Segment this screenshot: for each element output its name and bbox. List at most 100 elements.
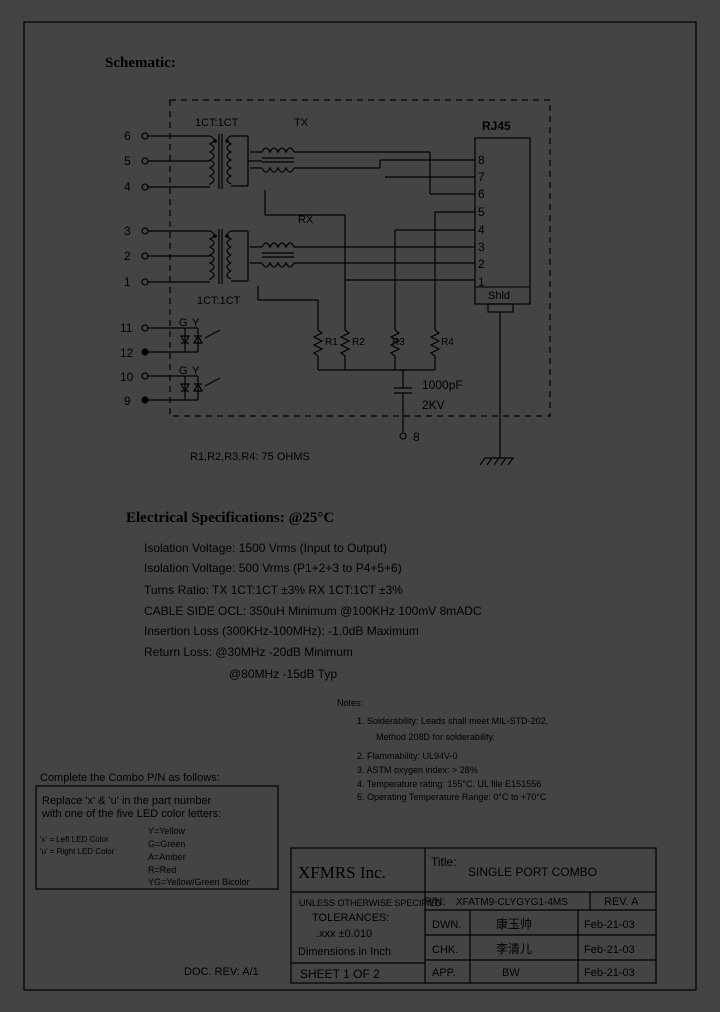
sheet-border <box>23 21 697 991</box>
left-pins-bottom: 3 2 1 <box>124 224 131 289</box>
rj45-label: RJ45 <box>482 119 511 133</box>
x-definition: 'x' = Left LED Color <box>40 835 109 844</box>
title-label: Title: <box>431 855 457 869</box>
pn-value: XFATM9-CLYGYG1-4MS <box>456 897 568 908</box>
rj45-pin-labels: 8 7 6 5 4 3 2 1 <box>478 153 485 289</box>
package-outline <box>169 99 551 417</box>
doc-rev: DOC. REV: A/1 <box>184 966 259 978</box>
led-section: 11 12 10 9 G Y G Y <box>120 317 221 408</box>
spec-line: Insertion Loss (300KHz-100MHz): -1.0dB M… <box>144 624 419 638</box>
rj-pin: 5 <box>478 205 485 219</box>
shield-tab <box>487 303 514 313</box>
led-pin: 12 <box>120 346 134 360</box>
spec-line: Return Loss: @30MHz -20dB Minimum <box>144 645 353 659</box>
rx-input-wires <box>141 227 475 301</box>
spec-line: Isolation Voltage: 500 Vrms (P1+2+3 to P… <box>144 561 402 575</box>
ground-pin-terminal <box>399 432 407 440</box>
r3-label: R3 <box>392 337 405 348</box>
tx-label: TX <box>294 117 309 129</box>
note-item: 1. Solderability: Leads shall meet MIL-S… <box>357 716 548 726</box>
color-code: G=Green <box>148 839 185 849</box>
r4-label: R4 <box>441 337 454 348</box>
resistor-note: R1,R2,R3,R4: 75 OHMS <box>190 451 310 463</box>
color-code: YG=Yellow/Green Bicolor <box>148 877 249 887</box>
combo-heading: Complete the Combo P/N as follows: <box>40 772 220 784</box>
r2-label: R2 <box>352 337 365 348</box>
chassis-ground <box>479 312 514 466</box>
chk-signature: 李清儿 <box>496 941 532 956</box>
schematic-title: Schematic: <box>105 55 176 71</box>
rx-label: RX <box>298 214 314 226</box>
notes: Notes: 1. Solderability: Leads shall mee… <box>337 698 548 802</box>
led-letter: G <box>179 365 188 377</box>
ratio-label-bottom: 1CT:1CT <box>197 295 241 307</box>
led-pin: 11 <box>120 321 133 335</box>
rj-pin: 7 <box>478 170 485 184</box>
color-code: A=Amber <box>148 852 186 862</box>
chk-label: CHK. <box>432 944 458 956</box>
tolerances-label: TOLERANCES: <box>312 912 389 924</box>
combo-box <box>35 785 279 890</box>
spec-line: Turns Ratio: TX 1CT:1CT ±3% RX 1CT:1CT ±… <box>144 583 403 597</box>
pin-label: 5 <box>124 154 131 168</box>
color-code: R=Red <box>148 865 176 875</box>
ratio-label-top: 1CT:1CT <box>195 117 239 129</box>
app-signature: BW <box>502 967 520 979</box>
rj-pin: 3 <box>478 240 485 254</box>
spec-line: CABLE SIDE OCL: 350uH Minimum @100KHz 10… <box>144 604 482 618</box>
color-code: Y=Yellow <box>148 826 185 836</box>
rj-pin: 4 <box>478 223 485 237</box>
led-letter: G <box>179 317 188 329</box>
u-definition: 'u' = Right LED Color <box>40 847 115 856</box>
dwn-label: DWN. <box>432 919 461 931</box>
note-item: Method 208D for solderability. <box>376 732 495 742</box>
cap-value: 1000pF <box>422 378 463 392</box>
dwn-date: Feb-21-03 <box>584 919 635 931</box>
rj-pin: 1 <box>478 275 485 289</box>
company-name: XFMRS Inc. <box>298 863 386 882</box>
note-item: 2. Flammability: UL94V-0 <box>357 751 458 761</box>
tx-input-wires <box>141 132 430 191</box>
app-label: APP. <box>432 967 456 979</box>
led-letter: Y <box>192 365 200 377</box>
dwn-signature: 康玉帅 <box>496 916 532 931</box>
resistor-network <box>312 329 441 432</box>
pin-label: 3 <box>124 224 131 238</box>
rj-pin: 8 <box>478 153 485 167</box>
pin-label: 1 <box>124 275 131 289</box>
combo-replace-1: Replace 'x' & 'u' in the part number <box>42 795 212 807</box>
led-pin: 10 <box>120 370 134 384</box>
rev-value: REV. A <box>604 896 639 908</box>
rj-pin: 6 <box>478 187 485 201</box>
electrical-title: Electrical Specifications: @25°C <box>126 510 334 526</box>
shield-label: Shld <box>488 290 510 302</box>
dimensions-note: Dimensions in Inch <box>298 946 391 958</box>
rj-pin: 2 <box>478 257 485 271</box>
pin-label: 6 <box>124 129 131 143</box>
title-value: SINGLE PORT COMBO <box>468 865 597 879</box>
color-code-list: Y=Yellow G=Green A=Amber R=Red YG=Yellow… <box>148 826 249 887</box>
note-item: 3. ASTM oxygen index: > 28% <box>357 765 478 775</box>
r1-label: R1 <box>325 337 338 348</box>
cap-voltage: 2KV <box>422 398 445 412</box>
sheet-number: SHEET 1 OF 2 <box>300 967 380 981</box>
spec-line: @80MHz -15dB Typ <box>229 667 337 681</box>
pn-label: P/N: <box>424 896 445 908</box>
note-item: 4. Temperature rating: 155°C. UL file E1… <box>357 779 541 789</box>
electrical-spec-list: Isolation Voltage: 1500 Vrms (Input to O… <box>144 541 482 681</box>
pin-label: 4 <box>124 180 131 194</box>
combo-replace-2: with one of the five LED color letters: <box>41 808 221 820</box>
title-block <box>290 847 657 984</box>
chk-date: Feb-21-03 <box>584 944 635 956</box>
ground-pin-label: 8 <box>413 430 420 444</box>
app-date: Feb-21-03 <box>584 967 635 979</box>
left-pins-top: 6 5 4 <box>124 129 131 194</box>
pin-label: 2 <box>124 249 131 263</box>
spec-line: Isolation Voltage: 1500 Vrms (Input to O… <box>144 541 387 555</box>
unless-note: UNLESS OTHERWISE SPECIFIED <box>299 898 442 908</box>
note-item: 5. Operating Temperature Range: 0°C to +… <box>357 792 547 802</box>
notes-title: Notes: <box>337 698 363 708</box>
led-letter: Y <box>192 317 200 329</box>
